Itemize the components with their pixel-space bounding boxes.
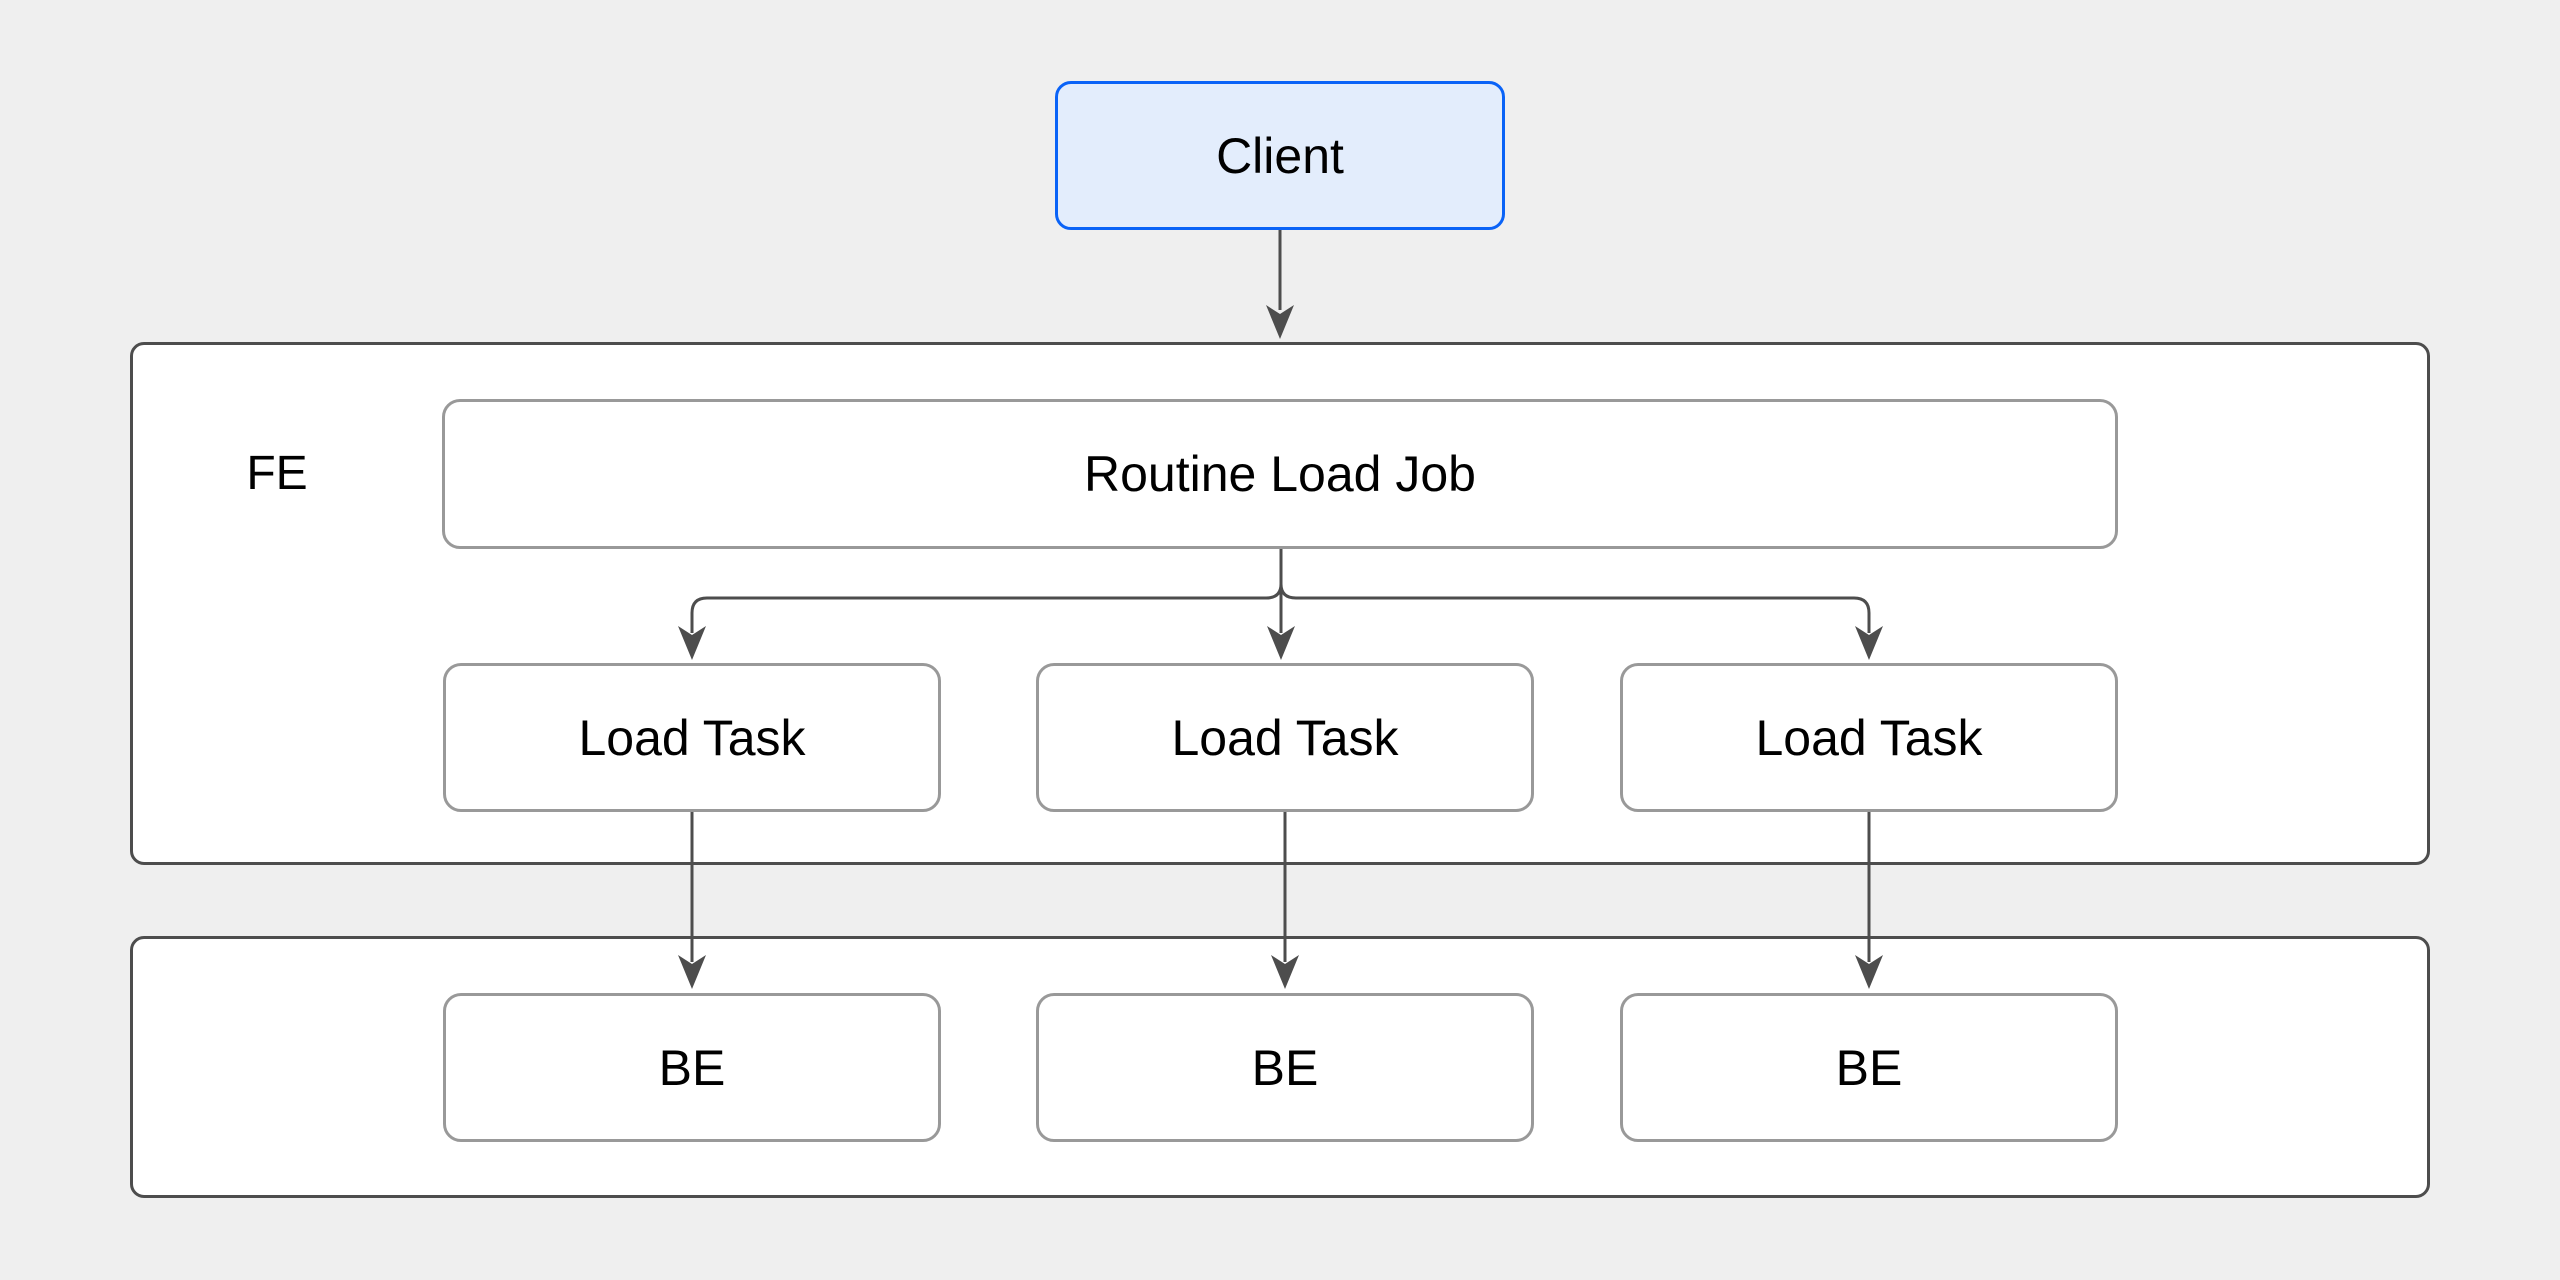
fe-label: FE [246,447,308,500]
load-task-label-2: Load Task [1171,709,1399,766]
be-label-1: BE [658,1039,726,1096]
load-task-node-1: Load Task [443,663,941,812]
load-task-node-2: Load Task [1036,663,1534,812]
be-label-3: BE [1835,1039,1903,1096]
be-node-2: BE [1036,993,1534,1142]
load-task-node-3: Load Task [1620,663,2118,812]
be-node-1: BE [443,993,941,1142]
client-label: Client [1216,127,1344,184]
routine-load-job-node: Routine Load Job [442,399,2118,549]
load-task-label-1: Load Task [578,709,806,766]
client-node: Client [1055,81,1505,230]
be-node-3: BE [1620,993,2118,1142]
be-label-2: BE [1251,1039,1319,1096]
routine-load-job-label: Routine Load Job [1084,446,1476,502]
client-to-fe-arrowhead [1266,305,1294,339]
load-task-label-3: Load Task [1755,709,1983,766]
